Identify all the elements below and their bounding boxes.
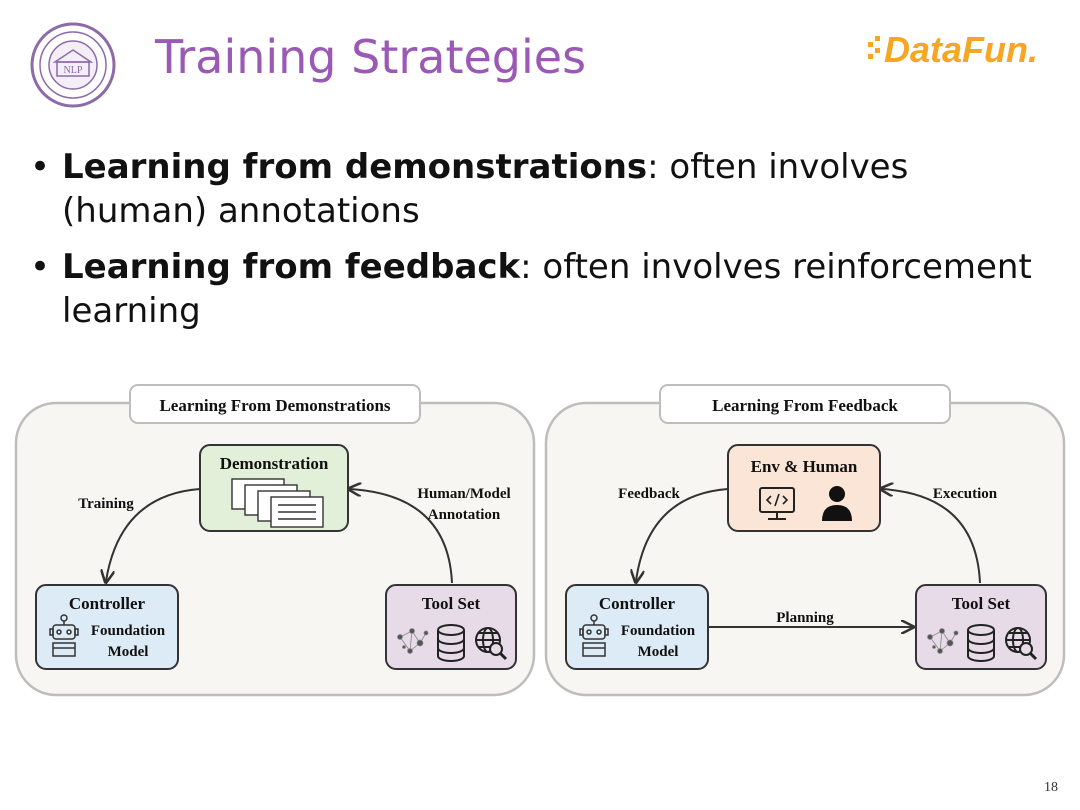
- page-title: Training Strategies: [155, 30, 587, 84]
- web-search-icon: [1005, 627, 1038, 661]
- bullet-bold: Learning from feedback: [62, 247, 521, 287]
- page-number: 18: [1044, 780, 1058, 795]
- bullet-bold: Learning from demonstrations: [62, 147, 648, 187]
- web-search-icon: [475, 627, 508, 661]
- foundation-text: Foundation: [91, 623, 166, 639]
- execution-arrow: [882, 489, 981, 584]
- robot-icon: [579, 614, 609, 657]
- bullet-dot: •: [30, 247, 51, 287]
- bullet-dot: •: [30, 147, 51, 187]
- code-monitor-icon: [759, 487, 795, 520]
- bullet-text: : often involves reinforcement learning: [62, 247, 1032, 331]
- training-strategies-diagram: Learning From Demonstrations Demonstrati…: [14, 384, 1066, 697]
- controller-label: Controller: [69, 594, 146, 613]
- planning-label: Planning: [776, 610, 834, 626]
- left-panel-header-box: [129, 384, 421, 424]
- left-panel-header: Learning From Demonstrations: [159, 396, 390, 415]
- training-arrow: [106, 488, 201, 581]
- annotation-label-line2: Annotation: [428, 507, 501, 523]
- bullet-list: • Learning from demonstrations: often in…: [30, 145, 1040, 345]
- datafun-logo: DataFun.: [868, 29, 1038, 70]
- model-text: Model: [638, 644, 679, 660]
- controller-label: Controller: [599, 594, 676, 613]
- right-panel-header-box: [659, 384, 951, 424]
- training-label: Training: [78, 496, 134, 512]
- right-panel-header: Learning From Feedback: [712, 396, 898, 415]
- seal-nlp-text: NLP: [64, 65, 83, 76]
- feedback-arrow: [636, 488, 729, 581]
- feedback-label: Feedback: [618, 486, 680, 502]
- toolset-label: Tool Set: [422, 594, 481, 613]
- annotation-label-line1: Human/Model: [417, 486, 510, 502]
- robot-icon: [49, 614, 79, 657]
- documents-icon: [231, 478, 324, 528]
- datafun-logo-text: DataFun.: [884, 29, 1038, 70]
- env-human-label: Env & Human: [751, 457, 858, 476]
- bullet-text: : often involves (human) annotations: [62, 147, 909, 231]
- annotation-arrow: [350, 489, 453, 584]
- person-icon: [822, 486, 852, 521]
- model-text: Model: [108, 644, 149, 660]
- network-icon: [927, 628, 959, 654]
- database-icon: [437, 624, 465, 662]
- toolset-label: Tool Set: [952, 594, 1011, 613]
- bullet-feedback: • Learning from feedback: often involves…: [30, 245, 1040, 333]
- bullet-demonstrations: • Learning from demonstrations: often in…: [30, 145, 1040, 233]
- demonstration-label: Demonstration: [220, 454, 329, 473]
- network-icon: [397, 628, 429, 654]
- university-seal-logo: NLP: [30, 22, 116, 108]
- database-icon: [967, 624, 995, 662]
- foundation-text: Foundation: [621, 623, 696, 639]
- execution-label: Execution: [933, 486, 998, 502]
